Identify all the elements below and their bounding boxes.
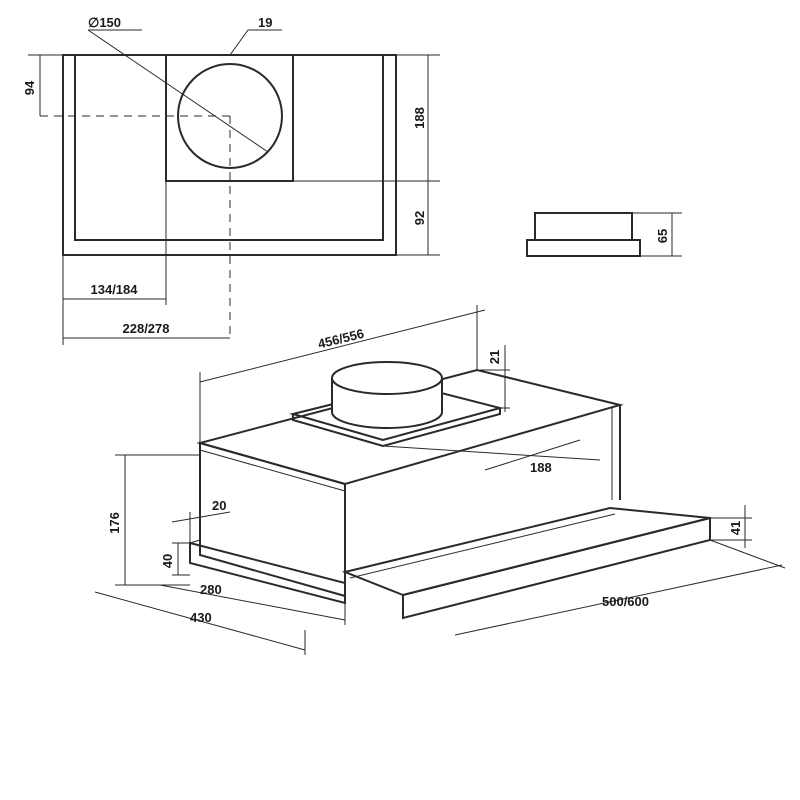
- outlet-plate: [165, 54, 294, 182]
- diameter-leader: [87, 29, 269, 153]
- depth-188-label: 188: [530, 460, 552, 475]
- dim-280-line: [159, 584, 346, 621]
- height-92-label: 92: [412, 211, 427, 225]
- front-20-label: 20: [212, 498, 226, 513]
- width-228-278-label: 228/278: [123, 321, 170, 336]
- dim-456-line: [199, 309, 486, 383]
- height-21-label: 21: [487, 350, 502, 364]
- slide-tray-inner: [349, 513, 616, 579]
- dim-500-600-line: [454, 564, 783, 636]
- top-view: ∅150 19 94 188 92 134/184 228/278: [22, 15, 440, 345]
- dim-20-line: [171, 511, 231, 523]
- strip-40-label: 40: [160, 554, 175, 568]
- height-176-label: 176: [107, 512, 122, 534]
- height-65-label: 65: [655, 229, 670, 243]
- offset-19-leader: [229, 29, 282, 56]
- panel-41-label: 41: [728, 521, 743, 535]
- slide-tray: [341, 506, 711, 597]
- iso-outlet-cylinder-top: [331, 361, 443, 395]
- side-view-base: [526, 239, 641, 257]
- dim-430-line: [94, 591, 306, 651]
- top-view-outline: [62, 54, 397, 256]
- body-front-face: [199, 441, 346, 598]
- visor-front-panel: [402, 516, 711, 620]
- depth-430-label: 430: [190, 610, 212, 625]
- depth-280-label: 280: [200, 582, 222, 597]
- side-view: 65: [526, 212, 682, 257]
- front-strip-top: [189, 539, 201, 544]
- width-134-184-label: 134/184: [91, 282, 139, 297]
- slide-500-600-label: 500/600: [602, 594, 649, 609]
- outlet-circle: [177, 63, 283, 169]
- width-456-556-label: 456/556: [316, 326, 365, 352]
- dim-500-600-ext: [709, 539, 786, 569]
- height-94-label: 94: [22, 80, 37, 95]
- top-view-inner-frame: [74, 55, 384, 241]
- diameter-label: ∅150: [88, 15, 121, 30]
- height-188-label: 188: [412, 107, 427, 129]
- dim-188-iso-line-top: [382, 445, 601, 461]
- body-top-inner-edge: [199, 449, 346, 492]
- dim-188-iso-line: [484, 439, 581, 471]
- isometric-view: 456/556 21 188 176 20 40 280 430: [94, 305, 786, 655]
- side-view-body: [534, 212, 633, 241]
- offset-19-label: 19: [258, 15, 272, 30]
